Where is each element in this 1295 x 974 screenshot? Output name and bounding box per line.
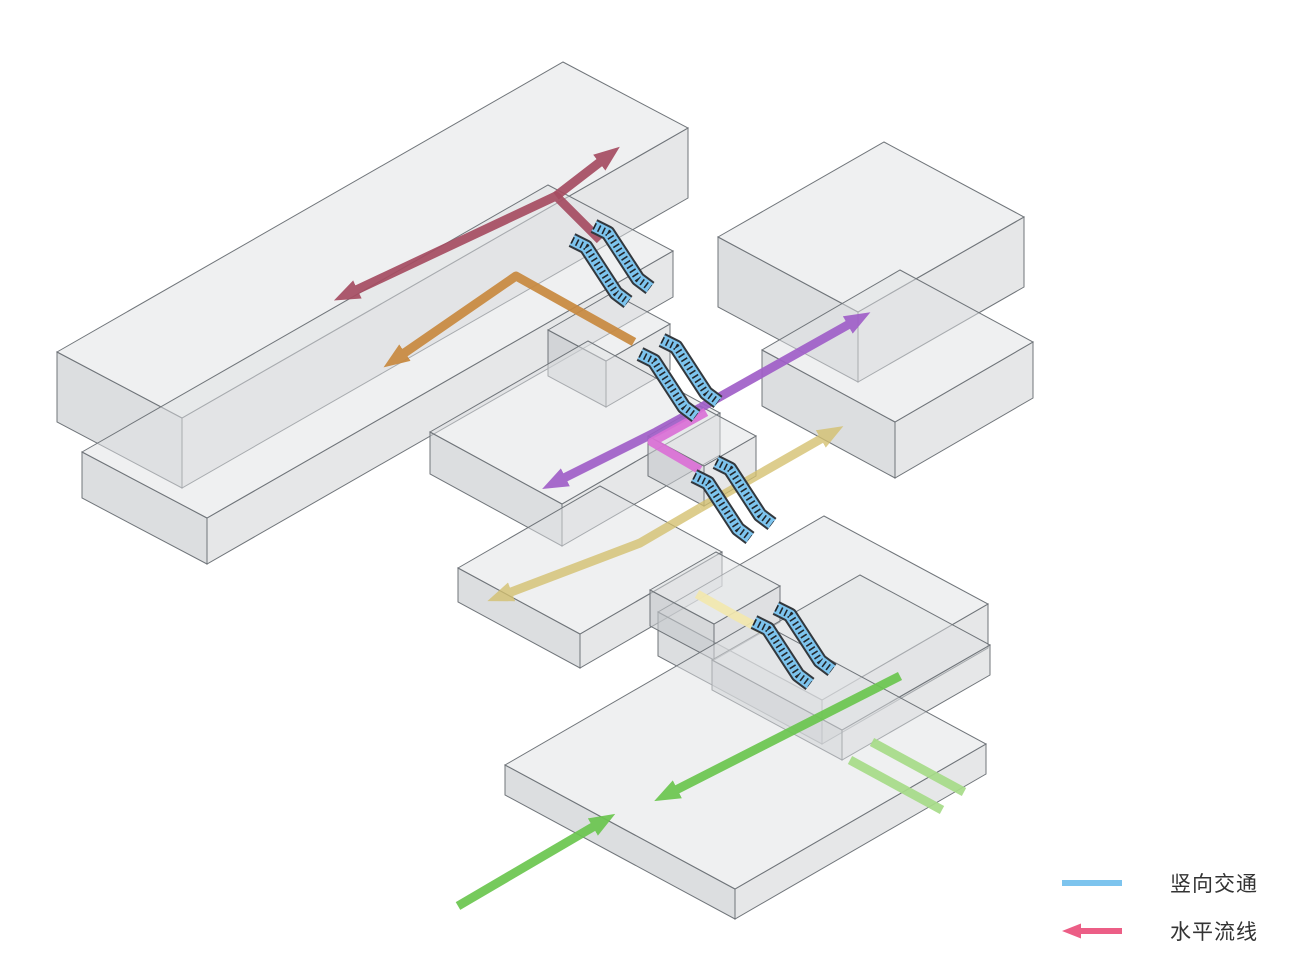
flow-path (647, 408, 709, 474)
flow-path (847, 756, 945, 814)
flow-orange-level4 (383, 271, 637, 368)
flow-path (654, 671, 903, 802)
vertical-circulation-line-icon (1062, 880, 1122, 886)
flow-path (455, 813, 616, 910)
legend-item-vertical-circulation: 竖向交通 (1060, 868, 1258, 898)
flow-arrows (333, 146, 967, 910)
slab-face (760, 269, 1035, 423)
slab-face (648, 551, 782, 625)
slab-face (55, 61, 690, 419)
slab-right-mid (760, 269, 1035, 479)
legend-label-vertical-circulation: 竖向交通 (1170, 873, 1258, 896)
legend: 竖向交通 水平流线 (1060, 868, 1258, 946)
flow-path (553, 146, 620, 200)
legend-item-horizontal-flow: 水平流线 (1060, 916, 1258, 946)
flow-green-ground (455, 671, 967, 910)
flow-path (383, 271, 637, 368)
flow-path (487, 504, 703, 602)
flow-path (697, 312, 871, 412)
flow-magenta-transfer (647, 408, 709, 474)
legend-label-horizontal-flow: 水平流线 (1170, 921, 1258, 944)
flow-crimson-level5 (333, 146, 620, 301)
slab-face (428, 340, 722, 505)
flow-path (869, 738, 967, 796)
horizontal-flow-arrow-icon (1062, 923, 1122, 939)
slab-face (716, 141, 1026, 313)
floor-slabs (55, 61, 1035, 920)
